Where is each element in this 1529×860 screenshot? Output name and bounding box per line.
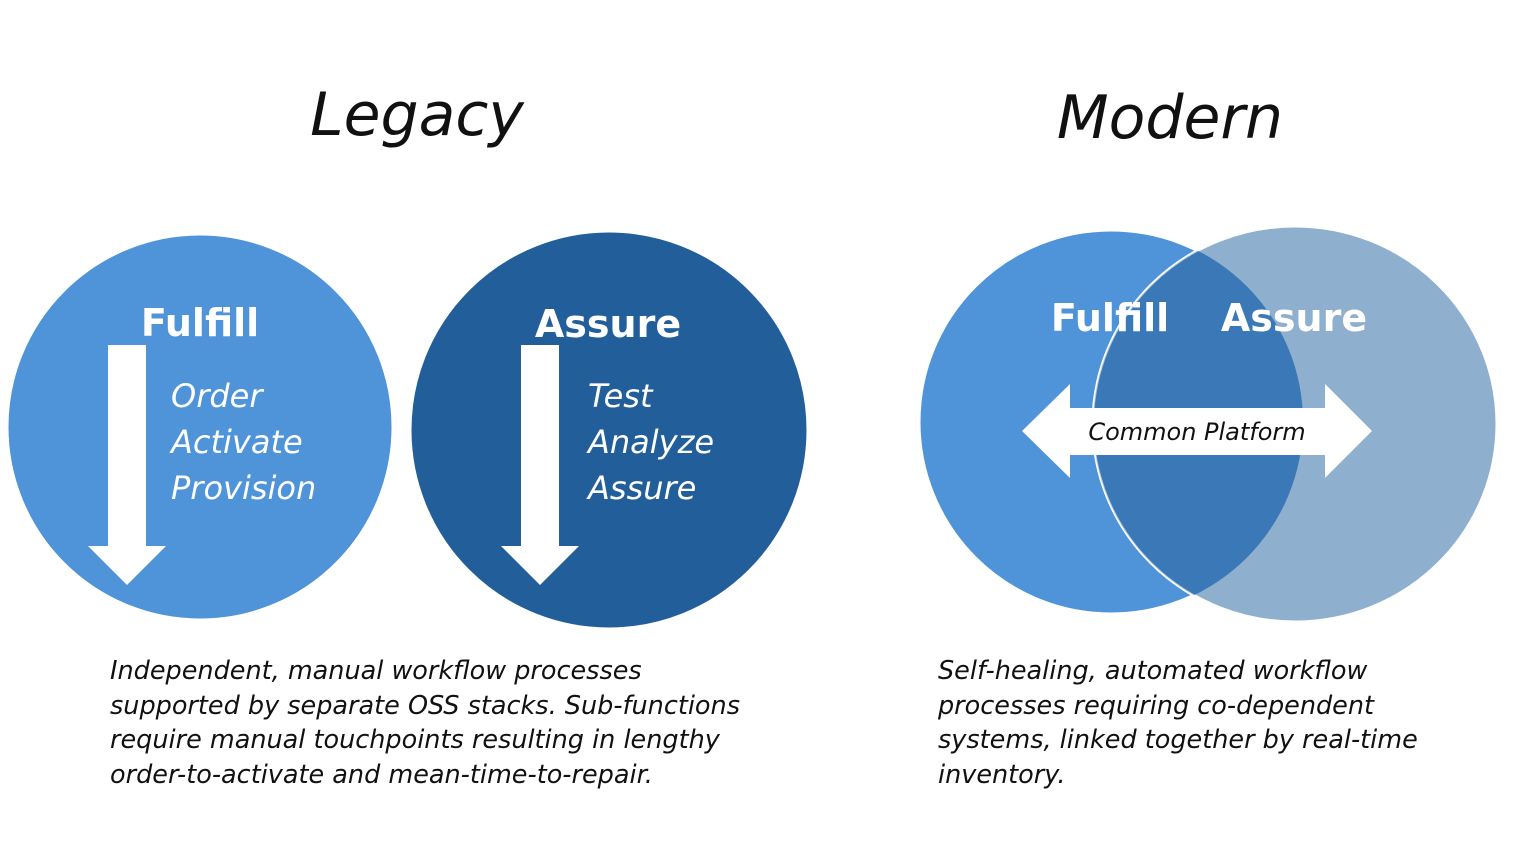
legacy-description: Independent, manual workflow processes s…: [110, 654, 740, 792]
assure-step-test: Test: [588, 377, 654, 415]
modern-description-line: inventory.: [938, 759, 1066, 790]
legacy-assure-circle: [408, 229, 810, 631]
assure-step-assure: Assure: [586, 469, 696, 507]
modern-venn-group: Fulfill Assure Common Platform: [917, 224, 1499, 624]
legacy-description-line: Independent, manual workflow processes: [110, 656, 642, 686]
legacy-fulfill-group: Fulfill Order Activate Provision: [5, 232, 395, 622]
modern-description-line: Self-healing, automated workflow: [938, 656, 1368, 686]
common-platform-label: Common Platform: [1088, 418, 1305, 446]
down-arrow-icon: [501, 345, 579, 585]
legacy-title: Legacy: [310, 80, 525, 150]
modern-fulfill-label: Fulfill: [1051, 296, 1169, 340]
legacy-fulfill-steps: Order Activate Provision: [169, 377, 316, 507]
legacy-fulfill-label: Fulfill: [141, 301, 259, 345]
legacy-assure-label: Assure: [535, 302, 681, 346]
legacy-assure-group: Assure Test Analyze Assure: [408, 229, 810, 631]
modern-description-line: processes requiring co-dependent: [938, 690, 1375, 721]
modern-description-line: systems, linked together by real-time: [938, 725, 1418, 755]
legacy-fulfill-circle: [5, 232, 395, 622]
modern-assure-label: Assure: [1221, 296, 1367, 340]
down-arrow-icon: [88, 345, 166, 585]
modern-description: Self-healing, automated workflow process…: [938, 654, 1418, 792]
fulfill-step-activate: Activate: [169, 423, 303, 461]
assure-step-analyze: Analyze: [586, 423, 714, 461]
legacy-description-line: require manual touchpoints resulting in …: [110, 725, 720, 755]
modern-title: Modern: [1057, 83, 1283, 153]
fulfill-step-provision: Provision: [171, 469, 316, 507]
legacy-description-line: order-to-activate and mean-time-to-repai…: [110, 759, 653, 790]
legacy-description-line: supported by separate OSS stacks. Sub-fu…: [110, 690, 740, 721]
fulfill-step-order: Order: [171, 377, 264, 415]
legacy-assure-steps: Test Analyze Assure: [586, 377, 724, 507]
double-arrow-icon: [1022, 384, 1372, 478]
